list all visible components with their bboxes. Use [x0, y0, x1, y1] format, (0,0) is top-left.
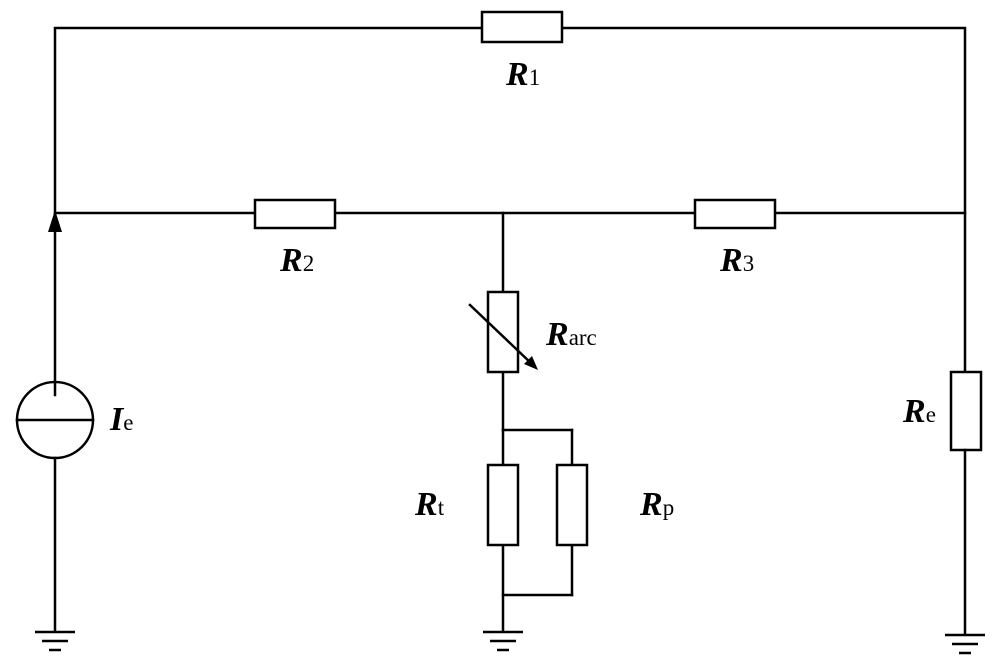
- wire-top: [53, 26, 967, 397]
- label-ie-sub: e: [123, 410, 134, 435]
- label-rp-sub: p: [662, 495, 675, 520]
- resistor-rt: [486, 463, 520, 547]
- label-re: Re: [903, 395, 936, 429]
- label-r3-main: R: [720, 242, 743, 279]
- ground-center-icon: [483, 630, 523, 652]
- label-rarc: Rarc: [546, 318, 597, 352]
- label-r1: R1: [506, 58, 540, 92]
- label-rt-sub: t: [437, 495, 445, 520]
- label-ie-main: I: [110, 401, 124, 438]
- label-r3: R3: [720, 244, 754, 278]
- label-rt: Rt: [415, 488, 444, 522]
- label-rarc-sub: arc: [568, 325, 597, 350]
- resistor-r1: [480, 10, 564, 44]
- label-r1-sub: 1: [528, 65, 541, 90]
- current-direction-arrow-icon: [48, 210, 62, 232]
- current-source-ie: [15, 380, 95, 632]
- label-r3-sub: 3: [742, 251, 755, 276]
- ground-left-icon: [35, 630, 75, 652]
- wire-center-branch: [501, 211, 574, 632]
- label-re-sub: e: [925, 402, 936, 427]
- label-r2-sub: 2: [302, 251, 315, 276]
- resistor-rp: [555, 463, 589, 547]
- label-r2-main: R: [280, 242, 303, 279]
- variable-resistor-rarc: [468, 290, 538, 374]
- ground-right-icon: [945, 633, 985, 655]
- label-rp-main: R: [640, 486, 663, 523]
- label-rt-main: R: [415, 486, 438, 523]
- label-rp: Rp: [640, 488, 674, 522]
- resistor-r2: [253, 198, 337, 230]
- label-re-main: R: [903, 393, 926, 430]
- label-r2: R2: [280, 244, 314, 278]
- label-r1-main: R: [506, 56, 529, 93]
- label-rarc-main: R: [546, 316, 569, 353]
- resistor-r3: [693, 198, 777, 230]
- label-ie: Ie: [110, 403, 133, 437]
- resistor-re: [949, 370, 983, 452]
